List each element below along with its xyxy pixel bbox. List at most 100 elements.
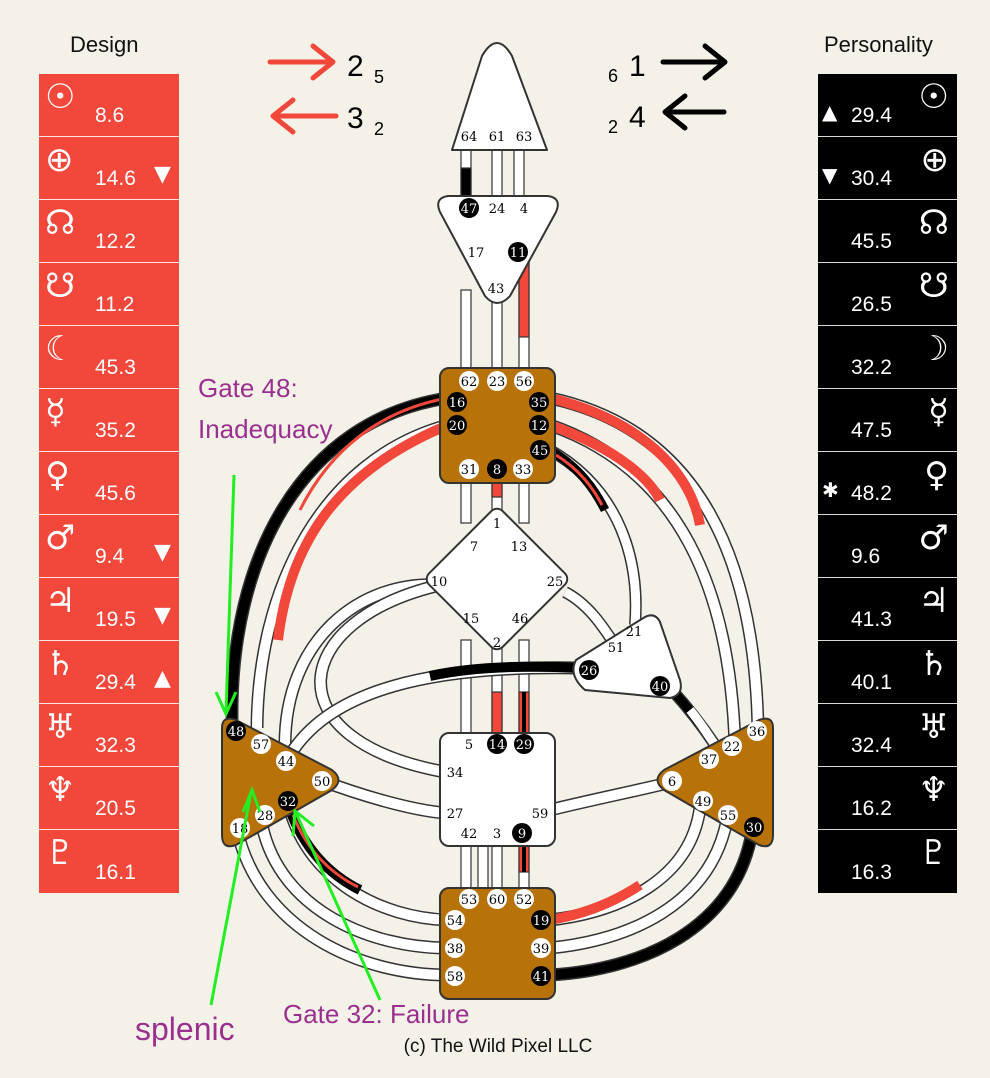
gate-59: 59 [532,807,549,822]
personality-row-mars: 9.6♂ [818,515,957,578]
personality-row-pluto: 16.3 ♇ [818,830,957,893]
up-triangle-icon: ▲ [154,666,171,691]
gate-6: 6 [668,775,676,790]
mercury-icon: ☿ [928,392,949,432]
head-center [451,42,548,151]
design-value: 20.5 [95,797,136,820]
gate-38: 38 [447,942,464,957]
gate-12: 12 [531,419,548,434]
personality-row-moon: 32.2 ☽ [818,326,957,389]
gate-8: 8 [493,463,501,478]
copyright-text: (c) The Wild Pixel LLC [404,1036,593,1057]
sun-icon: ☉ [45,77,76,117]
gate-45: 45 [532,444,549,459]
personality-value: 29.4 [851,104,892,127]
solar-plexus-center [656,717,774,848]
throat-center [439,367,556,484]
personality-value: 16.3 [851,861,892,884]
personality-row-sun: ▲29.4☉ [818,74,957,137]
down-triangle-icon: ▼ [822,163,838,187]
south-node-icon: ☋ [45,266,76,306]
gate-58: 58 [447,970,464,985]
gate-55: 55 [720,809,737,824]
personality-value: 32.4 [851,734,892,757]
gate-21: 21 [626,625,643,640]
design-row-jupiter: ♃19.5▼ [39,578,179,641]
uranus-icon: ♅ [45,707,76,747]
gate-32: 32 [280,795,297,810]
personality-top-variable: 1 [629,50,646,83]
design-value: 8.6 [95,104,125,127]
gate-10: 10 [431,575,448,590]
gate-2: 2 [493,636,501,651]
centers [221,42,774,1000]
gate48-label-line2: Inadequacy [198,414,332,444]
gate48-label-line1: Gate 48: [198,373,298,403]
right-arrow-icon [660,43,728,81]
venus-icon: ♀ [45,455,70,495]
gate-36: 36 [749,725,766,740]
down-triangle-icon: ▼ [154,603,171,628]
personality-panel: ▲29.4☉ ▼30.4⊕ 45.5☊ 26.5☋ 32.2☽ 47.5☿ ✱4… [818,74,957,893]
gate-42: 42 [461,827,478,842]
gate-20: 20 [449,419,466,434]
personality-row-jupiter: 41.3♃ [818,578,957,641]
design-row-south-node: ☋ 11.2 [39,263,179,326]
gate-24: 24 [489,202,506,217]
design-title: Design [70,32,139,57]
gate-40: 40 [652,680,669,695]
design-value: 45.3 [95,356,136,379]
design-row-earth: ⊕14.6▼ [39,137,179,200]
gate-19: 19 [533,914,550,929]
design-bottom-variable-sub: 2 [374,119,384,139]
gate-49: 49 [695,795,712,810]
gate-27: 27 [447,807,464,822]
personality-value: 30.4 [851,167,892,190]
design-row-pluto: ♇16.1 [39,830,179,893]
gate-16: 16 [449,396,466,411]
design-row-north-node: ☊12.2 [39,200,179,263]
design-row-uranus: ♅32.3 [39,704,179,767]
gate-9: 9 [518,827,526,842]
personality-value: 26.5 [851,293,892,316]
down-triangle-icon: ▼ [154,540,171,565]
pluto-icon: ♇ [918,833,949,873]
gate-61: 61 [489,130,506,145]
personality-row-venus: ✱48.2♀ [818,452,957,515]
gate-56: 56 [516,375,533,390]
design-row-sun: ☉ 8.6 [39,74,179,137]
gate-51: 51 [608,641,625,656]
south-node-icon: ☋ [918,266,949,306]
gate-28: 28 [257,809,274,824]
gate-labels: 64 61 63 47 24 4 17 11 43 62 23 56 16 35… [226,130,767,986]
personality-value: 32.2 [851,356,892,379]
gate-43: 43 [488,282,505,297]
personality-row-south-node: 26.5 ☋ [818,263,957,326]
design-row-mars: ♂9.4▼ [39,515,179,578]
gate-1: 1 [493,517,501,532]
gate-41: 41 [533,970,550,985]
moon-icon: ☽ [918,329,949,369]
design-row-mercury: ☿35.2 [39,389,179,452]
jupiter-icon: ♃ [918,581,949,621]
design-value: 11.2 [95,293,135,316]
gate-50: 50 [314,775,331,790]
gate-4: 4 [520,202,528,217]
moon-icon: ☾ [45,329,76,369]
gate-17: 17 [468,246,485,261]
design-value: 14.6 [95,167,136,190]
gate-44: 44 [278,755,295,770]
gate-7: 7 [470,540,478,555]
gate-52: 52 [516,893,533,908]
gate-11: 11 [510,246,527,261]
design-row-neptune: ♆20.5 [39,767,179,830]
gate-5: 5 [465,738,473,753]
design-bottom-variable: 3 [347,102,364,135]
gate-31: 31 [461,463,478,478]
gate-26: 26 [581,664,598,679]
gate-57: 57 [253,738,270,753]
gate-25: 25 [547,575,564,590]
right-arrow-icon [267,43,336,81]
gate-47: 47 [461,202,478,217]
design-top-variable-sub: 5 [374,67,384,87]
